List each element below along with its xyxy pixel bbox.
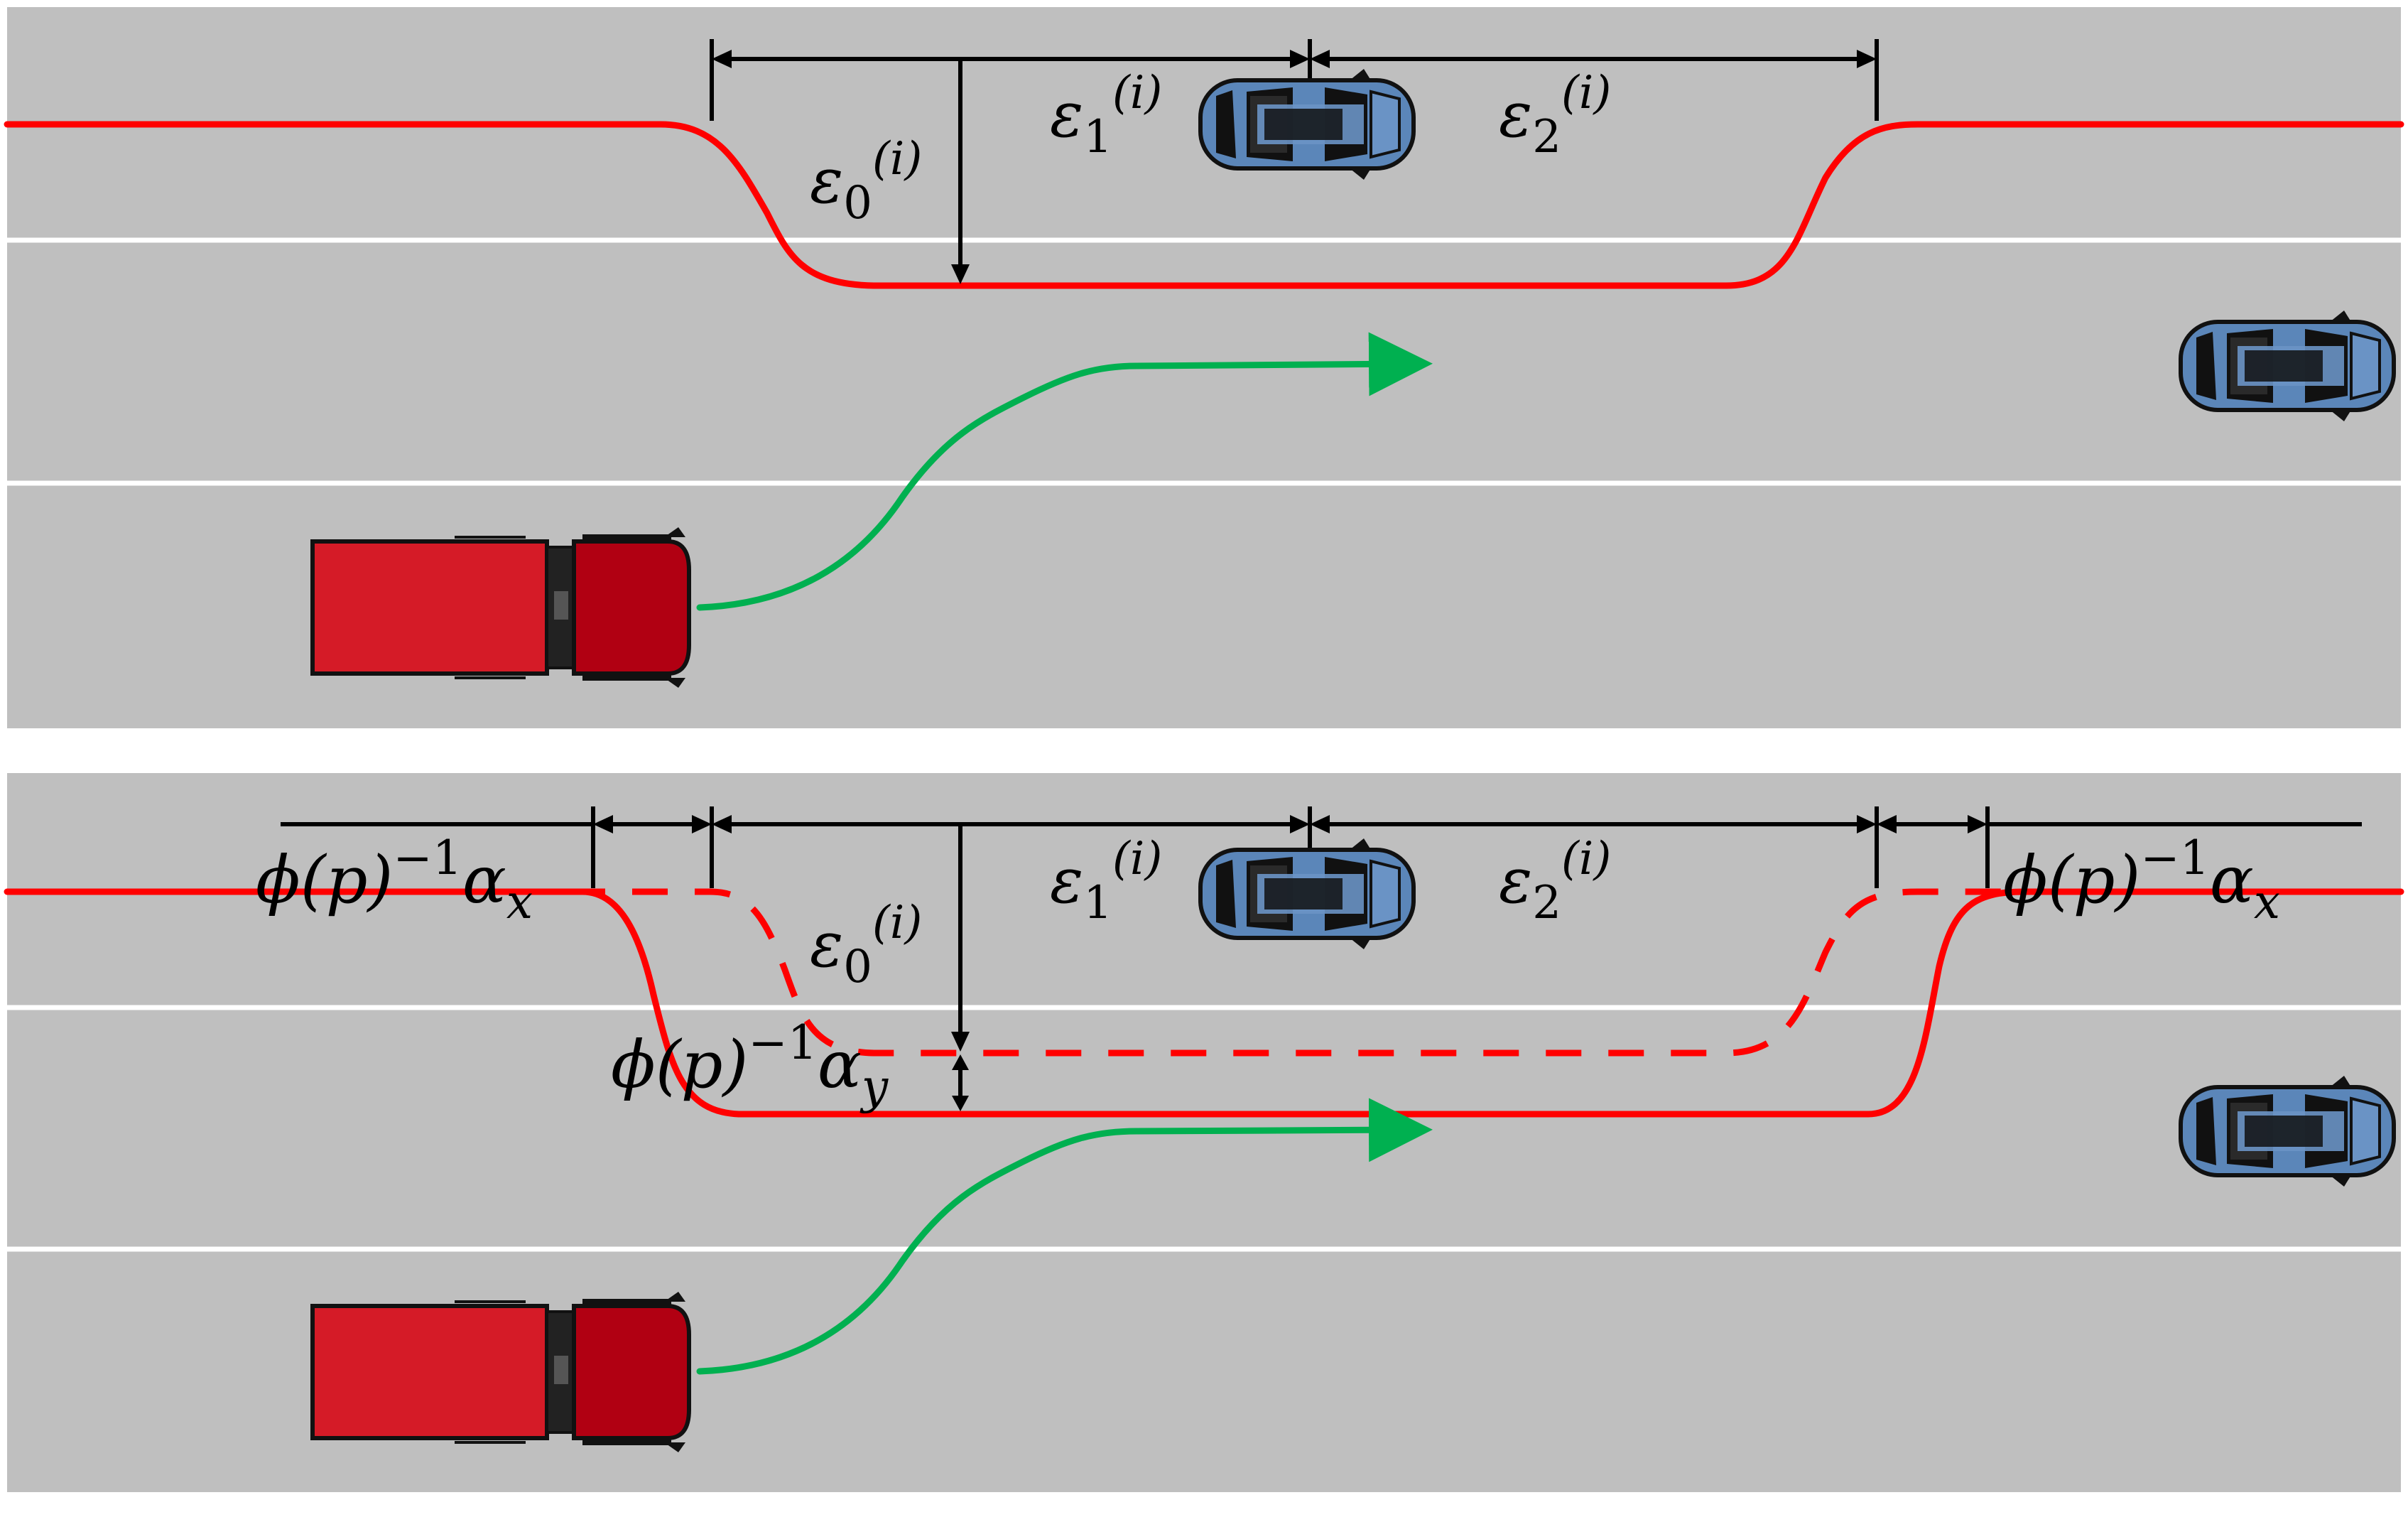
label-eps0: ε0(i) [810,133,922,230]
dimension-eps-x [710,806,1879,888]
car-icon [1200,69,1414,180]
label-eps2: ε2(i) [1499,67,1611,163]
reference-path-enlarged [4,888,2404,1118]
label-phi-alpha-x-left: ϕ(p)−1αx [256,831,533,929]
dimension-eps-x [710,39,1879,121]
label-phi-alpha-x-right: ϕ(p)−1αx [2003,831,2280,929]
label-eps1: ε1(i) [1050,833,1162,929]
reference-path-original [7,888,2401,1057]
label-eps2: ε2(i) [1499,833,1611,929]
label-eps1: ε1(i) [1050,67,1162,163]
top-panel: ε0(i) ε1(i) ε2(i) [4,7,2404,728]
car-icon [2181,1076,2394,1187]
truck-icon [313,1292,689,1452]
label-phi-alpha-y: ϕ(p)−1αy [611,1015,889,1114]
dimension-phi-alpha-y [952,1054,969,1111]
truck-trajectory [696,1098,1433,1375]
reference-path [4,121,2404,289]
dimension-phi-alpha-x-right [1877,806,2362,888]
bottom-panel: ϕ(p)−1αx ϕ(p)−1αx ϕ(p)−1αy ε0(i) ε1(i) ε… [4,773,2404,1492]
truck-icon [313,527,689,688]
label-eps0: ε0(i) [810,897,922,993]
car-icon [1200,838,1414,949]
truck-trajectory [696,332,1433,611]
dimension-eps0-vertical [951,59,970,284]
car-icon [2181,311,2394,421]
dimension-phi-alpha-x-left [281,806,712,888]
dimension-eps0-vertical [951,824,970,1052]
